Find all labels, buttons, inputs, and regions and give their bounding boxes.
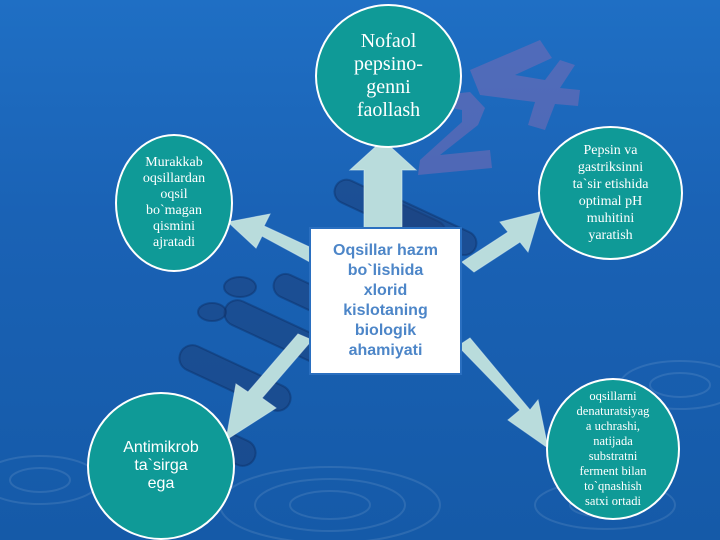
node-top-left-text: Murakkab oqsillardan oqsil bo`magan qism… [142, 155, 206, 250]
node-top-pepsinogen: Nofaol pepsino- genni faollash [315, 4, 462, 148]
node-right-optimal-ph: Pepsin va gastriksinni ta`sir etishida o… [538, 126, 683, 260]
center-topic-box: Oqsillar hazm bo`lishida xlorid kislotan… [309, 227, 462, 375]
node-bottom-left-text: Antimikrob ta`sirga ega [123, 439, 199, 492]
arrow-up [348, 139, 418, 229]
node-bottom-right-denaturation: oqsillarni denaturatsiyag a uchrashi, na… [546, 378, 680, 520]
node-right-text: Pepsin va gastriksinni ta`sir etishida o… [572, 143, 649, 243]
node-bottom-right-text: oqsillarni denaturatsiyag a uchrashi, na… [576, 389, 650, 508]
arrow-right [461, 211, 541, 273]
node-top-text: Nofaol pepsino- genni faollash [354, 30, 423, 121]
node-bottom-left-antimicrobial: Antimikrob ta`sirga ega [87, 392, 235, 540]
arrow-down-left [225, 333, 313, 442]
arrow-down-right [457, 337, 549, 450]
arrow-up-left [226, 213, 317, 263]
node-top-left-complex-proteins: Murakkab oqsillardan oqsil bo`magan qism… [115, 134, 233, 272]
center-topic-text: Oqsillar hazm bo`lishida xlorid kislotan… [333, 242, 438, 359]
